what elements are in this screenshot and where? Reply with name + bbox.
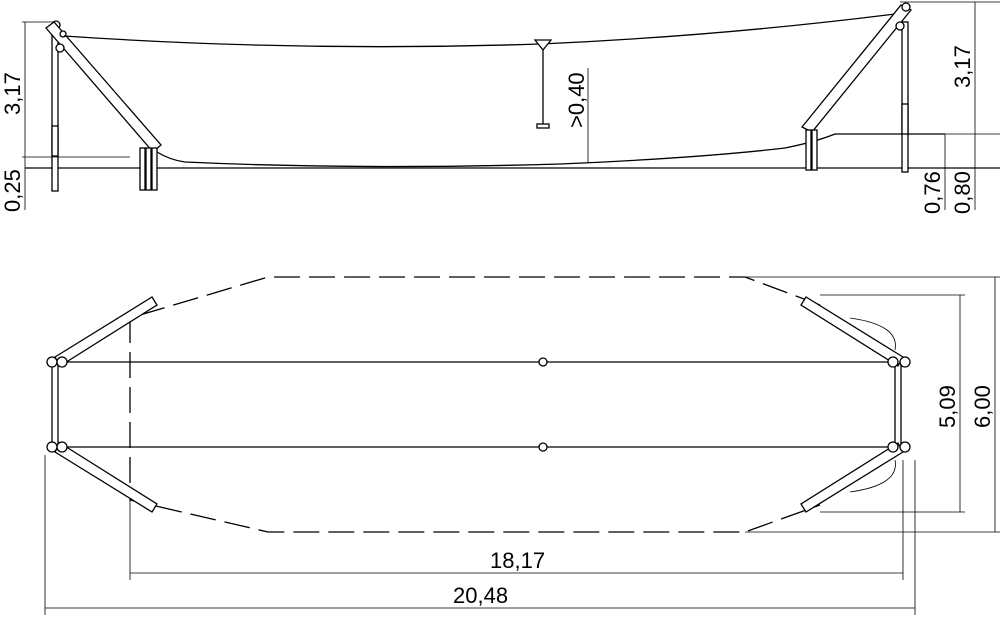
bottom-rope xyxy=(156,133,945,168)
left-strut xyxy=(45,21,162,191)
plan-dimensions xyxy=(44,276,1000,615)
inner-width-label: 5,09 xyxy=(935,385,960,428)
safety-zone-outline xyxy=(129,276,821,533)
plan-view: 5,09 6,00 18,17 20,48 xyxy=(44,276,1000,615)
top-rope xyxy=(63,13,896,48)
right-ground-label: 0,80 xyxy=(950,171,975,214)
right-post xyxy=(800,2,913,173)
elevation-dimensions xyxy=(22,1,1000,210)
outer-width-label: 6,00 xyxy=(970,385,995,428)
right-height-label: 3,17 xyxy=(950,45,975,88)
left-ground-label: 0,25 xyxy=(0,169,25,212)
left-frame xyxy=(46,296,158,513)
hanger-lower xyxy=(538,442,548,452)
outer-length-label: 20,48 xyxy=(453,583,508,608)
right-low-label: 0,76 xyxy=(920,171,945,214)
center-hanger xyxy=(533,39,553,129)
hanger-upper xyxy=(538,357,548,367)
right-frame xyxy=(800,296,911,513)
clearance-label: >0,40 xyxy=(564,72,589,128)
elevation-view: 3,17 0,25 >0,40 3,17 0,76 0,80 xyxy=(0,1,1000,214)
left-height-label: 3,17 xyxy=(0,72,25,115)
inner-length-label: 18,17 xyxy=(490,548,545,573)
